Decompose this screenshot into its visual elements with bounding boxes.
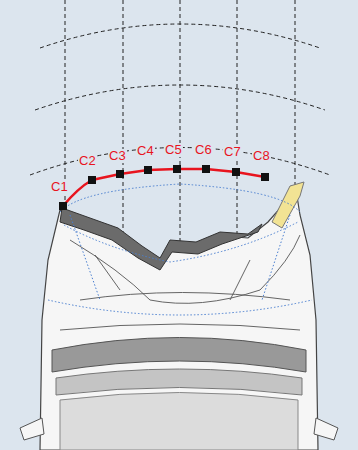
point-label: C2	[78, 154, 97, 168]
point-label: C1	[50, 180, 69, 194]
point-label: C4	[136, 144, 155, 158]
point-label: C8	[252, 149, 271, 163]
deformation-profile	[59, 165, 269, 210]
point-label: C6	[194, 143, 213, 157]
car-body	[20, 182, 338, 450]
point-label: C5	[164, 143, 183, 157]
grid-lines	[30, 0, 330, 450]
point-label: C3	[108, 149, 127, 163]
point-label: C7	[223, 145, 242, 159]
